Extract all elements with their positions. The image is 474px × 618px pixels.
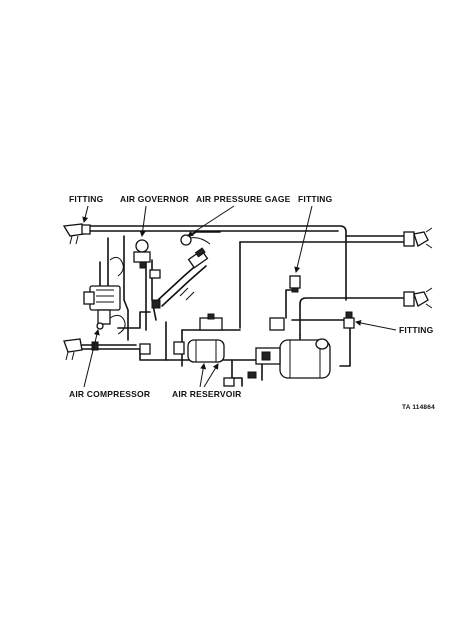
coupling-lower-right — [403, 287, 433, 309]
air-reservoir-tank-large — [255, 338, 331, 379]
upper-air-lines — [87, 225, 406, 329]
label-fitting-left: FITTING — [69, 194, 104, 204]
label-fitting-right: FITTING — [399, 325, 434, 335]
label-fitting-top-right: FITTING — [298, 194, 333, 204]
air-pressure-gage-part — [179, 234, 211, 301]
center-valves — [139, 299, 285, 387]
fitting-right-part — [343, 311, 355, 329]
coupling-upper-right — [403, 227, 433, 249]
air-reservoir-tank-small — [187, 339, 225, 363]
label-air-compressor: AIR COMPRESSOR — [69, 389, 151, 399]
fitting-left-part — [62, 223, 91, 245]
fitting-left-lower-part — [63, 338, 99, 361]
label-air-reservoir: AIR RESERVOIR — [172, 389, 242, 399]
label-air-governor: AIR GOVERNOR — [120, 194, 189, 204]
air-compressor-part — [83, 285, 121, 330]
flex-hoses — [109, 256, 126, 335]
leader-lines — [82, 205, 397, 388]
air-governor-part — [133, 239, 161, 279]
label-air-pressure-gage: AIR PRESSURE GAGE — [196, 194, 291, 204]
figure-id: TA 114864 — [402, 404, 435, 411]
fitting-top-right-part — [289, 275, 301, 293]
